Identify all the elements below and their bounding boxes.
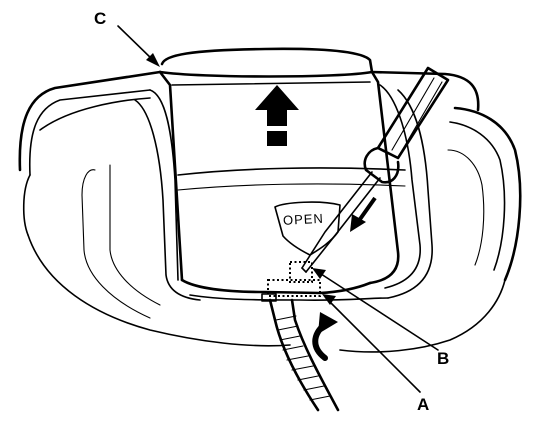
open-label: OPEN (283, 211, 325, 228)
detail-box-b (289, 261, 313, 283)
callout-b: B (437, 349, 449, 368)
cutting-tool-icon (261, 293, 340, 412)
detail-box-a (267, 279, 321, 297)
rear-housing (18, 70, 522, 353)
callout-c: C (94, 9, 106, 28)
push-arrow-icon (350, 196, 377, 232)
up-arrow-icon (255, 85, 299, 146)
callout-a: A (417, 395, 429, 414)
cover-panel (134, 47, 433, 301)
screwdriver-icon (301, 66, 450, 273)
leader-lines (117, 25, 439, 393)
open-tag: OPEN (274, 201, 341, 256)
curved-arrow-icon (312, 312, 338, 361)
